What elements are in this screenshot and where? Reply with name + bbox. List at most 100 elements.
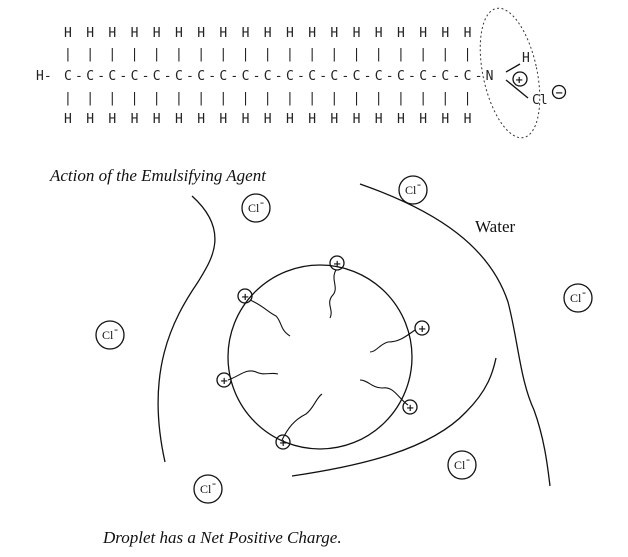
hydrogen-top: H — [264, 26, 272, 41]
hydrogen-top: H — [464, 26, 472, 41]
hydrogen-bottom: H — [108, 112, 116, 127]
bond-chain: - — [297, 69, 305, 84]
bond-n-cl — [505, 79, 529, 99]
bond-bottom: | — [286, 91, 294, 106]
hydrogen-top: H — [64, 26, 72, 41]
bond-top: | — [108, 47, 116, 62]
bond-top: | — [131, 47, 139, 62]
bond-chain: - — [430, 69, 438, 84]
hydrogen-bottom: H — [131, 112, 139, 127]
carbon-atom: C — [131, 69, 139, 84]
bond-top: | — [419, 47, 427, 62]
action-caption: Action of the Emulsifying Agent — [49, 166, 267, 185]
bond-top: | — [353, 47, 361, 62]
carbon-atom: C — [64, 69, 72, 84]
bond-chain: - — [364, 69, 372, 84]
hydrogen-top: H — [219, 26, 227, 41]
plus-charge-sign: + — [241, 292, 249, 303]
hydrogen-bottom: H — [64, 112, 72, 127]
bond-top: | — [175, 47, 183, 62]
bond-top: | — [242, 47, 250, 62]
chloride-ion-circle — [563, 283, 593, 313]
hydrogen-bottom: H — [419, 112, 427, 127]
hydrogen-bottom: H — [375, 112, 383, 127]
bond-bottom: | — [419, 91, 427, 106]
hydrogen-bottom: H — [175, 112, 183, 127]
hydrogen-bottom: H — [308, 112, 316, 127]
plus-charge-icon — [414, 320, 430, 336]
plus-charge-sign: + — [279, 438, 287, 449]
negative-charge-sign: − — [555, 88, 563, 99]
bond-chain: - — [408, 69, 416, 84]
nitrogen-atom: N — [486, 69, 494, 84]
plus-charge-icon — [237, 288, 253, 304]
hydrogen-top: H — [153, 26, 161, 41]
bond-top: | — [197, 47, 205, 62]
water-label: Water — [475, 217, 515, 236]
carbon-atom: C — [330, 69, 338, 84]
chloride-ion-circle — [95, 320, 125, 350]
bond-top: | — [397, 47, 405, 62]
alkylammonium-chloride-formula: H-H|C-|HH|C-|HH|C-|HH|C-|HH|C-|HH|C-|HH|… — [36, 7, 567, 139]
carbon-atom: C — [286, 69, 294, 84]
surface-charges: ++++++ — [216, 255, 430, 450]
hydrogen-bottom: H — [86, 112, 94, 127]
positive-charge-sign: + — [515, 75, 523, 86]
bond-chain: - — [142, 69, 150, 84]
carbon-atom: C — [197, 69, 205, 84]
hydrogen-top: H — [131, 26, 139, 41]
chloride-ion: Cl- — [563, 283, 593, 313]
bond-chain: - — [97, 69, 105, 84]
chloride-ion-circle — [398, 175, 428, 205]
hydrogen-top: H — [197, 26, 205, 41]
bond-chain: - — [119, 69, 127, 84]
bond-chain: - — [208, 69, 216, 84]
hydrogen-bottom: H — [197, 112, 205, 127]
bond-bottom: | — [330, 91, 338, 106]
bond-bottom: | — [131, 91, 139, 106]
hydrogen-top: H — [419, 26, 427, 41]
bond-chain: - — [253, 69, 261, 84]
bond-bottom: | — [108, 91, 116, 106]
bond-chain: - — [164, 69, 172, 84]
bond-bottom: | — [219, 91, 227, 106]
chloride-ion-label: Cl — [405, 183, 417, 197]
chloride-ion-label: Cl — [570, 291, 582, 305]
chloride-ion-circle — [193, 474, 223, 504]
plus-charge-icon — [275, 434, 291, 450]
bond-chain: - — [452, 69, 460, 84]
bond-n-h — [505, 63, 521, 73]
bond-top: | — [441, 47, 449, 62]
bond-bottom: | — [308, 91, 316, 106]
hydrogen-bottom: H — [219, 112, 227, 127]
hydrogen-top: H — [242, 26, 250, 41]
water-boundary-left — [157, 195, 216, 463]
carbon-atom: C — [441, 69, 449, 84]
chloride-ion-circle — [241, 193, 271, 223]
hydrogen-bottom: H — [286, 112, 294, 127]
bond-bottom: | — [153, 91, 161, 106]
carbon-atom: C — [264, 69, 272, 84]
bond-top: | — [86, 47, 94, 62]
carbon-atom: C — [219, 69, 227, 84]
bond-bottom: | — [86, 91, 94, 106]
bond-top: | — [153, 47, 161, 62]
polar-head-highlight — [479, 7, 541, 139]
hydrogen-top: H — [353, 26, 361, 41]
bond-top: | — [375, 47, 383, 62]
hydrogen-top: H — [308, 26, 316, 41]
carbon-atom: C — [175, 69, 183, 84]
chloride-ion-charge: - — [466, 452, 470, 466]
chloride-ion-label: Cl — [200, 482, 212, 496]
bond-chain: - — [75, 69, 83, 84]
plus-charge-icon — [216, 372, 232, 388]
bond-bottom: | — [64, 91, 72, 106]
plus-charge-sign: + — [220, 376, 228, 387]
carbon-atom: C — [108, 69, 116, 84]
hydrocarbon-tails — [227, 269, 416, 441]
water-boundary-upper — [359, 183, 551, 487]
bond-bottom: | — [441, 91, 449, 106]
negative-charge-icon — [551, 84, 567, 100]
hydrogen-bottom: H — [441, 112, 449, 127]
bond-chain: - — [319, 69, 327, 84]
